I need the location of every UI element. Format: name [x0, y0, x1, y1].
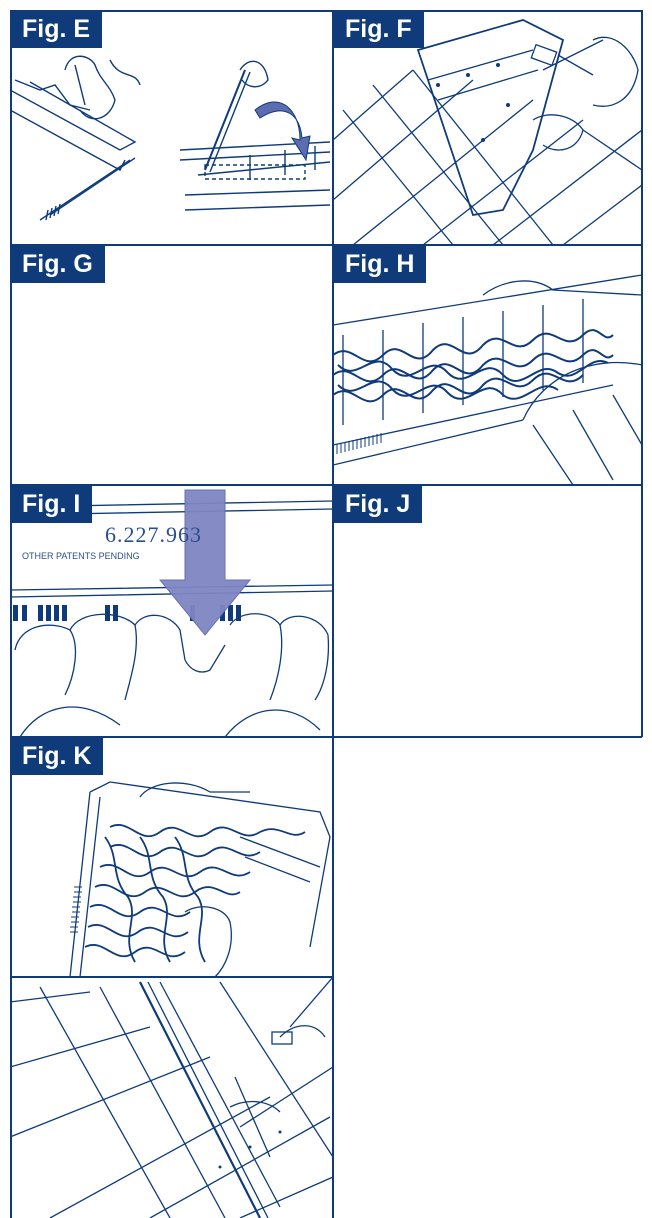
figure-e-label: Fig. E — [10, 10, 102, 48]
top-border — [10, 10, 642, 12]
patent-number: 6.227.963 — [105, 522, 202, 548]
figure-k-label: Fig. K — [10, 737, 103, 775]
row-divider-3 — [10, 736, 642, 738]
center-divider — [332, 10, 334, 1218]
blank-panel — [333, 737, 642, 1218]
figure-f-label: Fig. F — [333, 10, 424, 48]
patent-pending-text: OTHER PATENTS PENDING — [22, 551, 140, 561]
figure-h-panel: Fig. H — [333, 245, 642, 485]
figure-j-panel: Fig. J — [333, 485, 642, 737]
row-divider-k — [10, 976, 333, 978]
figure-e-panel: Fig. E — [10, 10, 333, 245]
figure-g-label: Fig. G — [10, 245, 105, 283]
figure-i-panel: 6.227.963 OTHER PATENTS PENDING Fig. I — [10, 485, 333, 737]
figure-j-label: Fig. J — [333, 485, 422, 523]
figure-f-panel: Fig. F — [333, 10, 642, 245]
figure-g-panel: Fig. G — [10, 245, 333, 485]
right-border — [641, 10, 643, 737]
row-divider-1 — [10, 244, 642, 246]
figure-h-label: Fig. H — [333, 245, 426, 283]
row-divider-2 — [10, 484, 642, 486]
left-border — [10, 10, 12, 1218]
figure-i-label: Fig. I — [10, 485, 92, 523]
